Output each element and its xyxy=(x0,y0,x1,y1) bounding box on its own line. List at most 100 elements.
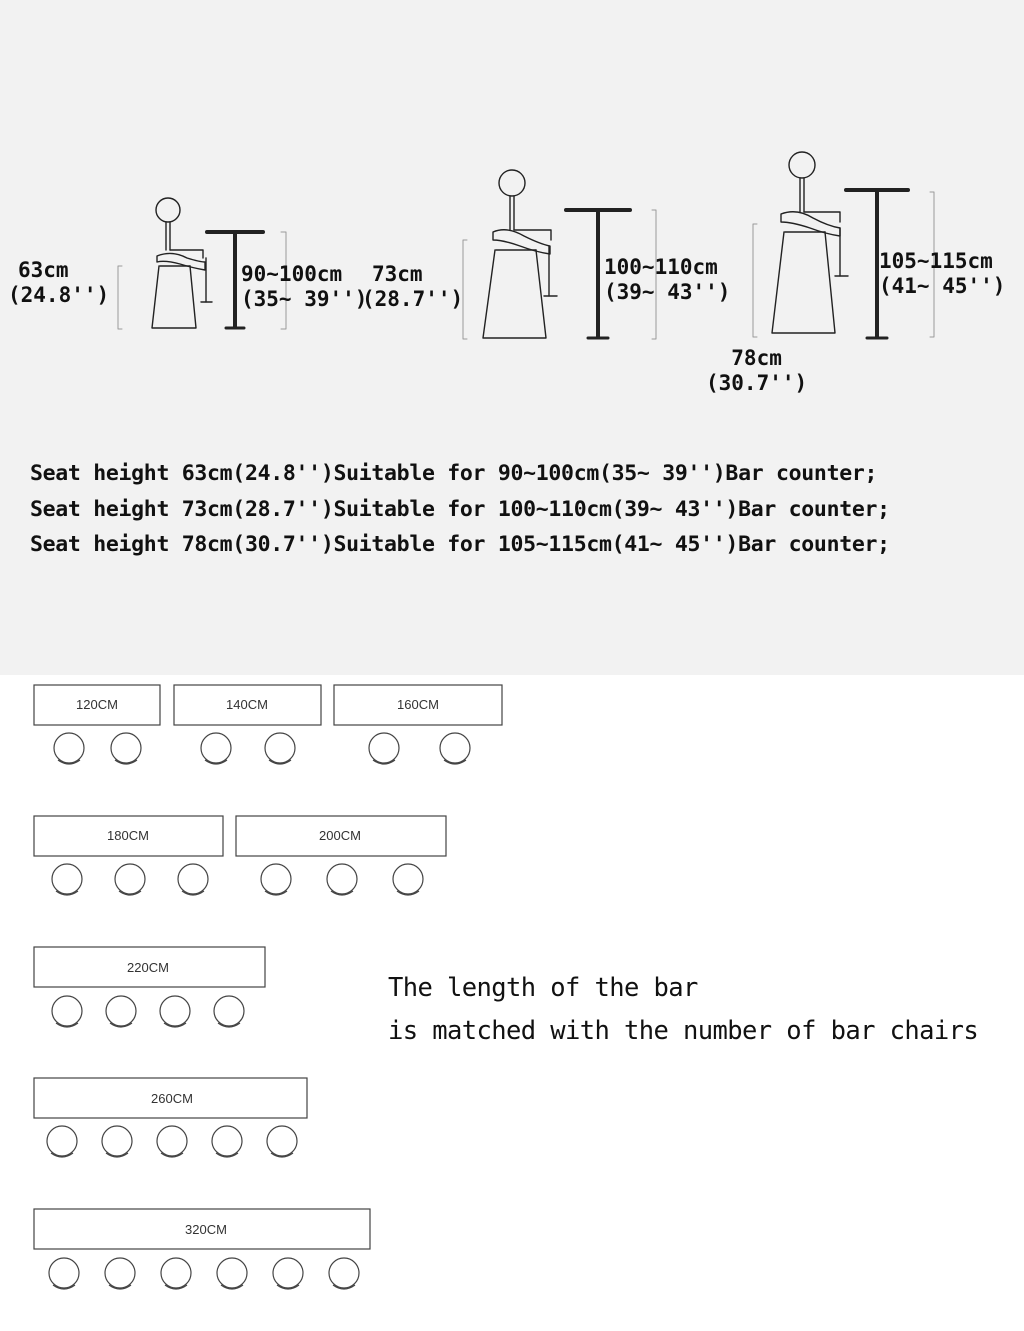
bar-chair-note: The length of the bar is matched with th… xyxy=(388,967,979,1053)
chair-back-mark xyxy=(217,1022,241,1028)
seat-height-73: 73cm (28.7'') xyxy=(362,262,463,312)
bar-200-rect xyxy=(235,815,447,857)
counter-in: (35~ 39'') xyxy=(241,287,368,311)
bar-320-label: 320CM xyxy=(185,1222,227,1237)
chair-back-mark xyxy=(268,759,292,765)
bar-chair-icon xyxy=(104,1257,136,1289)
bar-chair-icon xyxy=(368,732,400,764)
bar-chair-icon xyxy=(101,1125,133,1157)
bar-260-label: 260CM xyxy=(151,1091,193,1106)
bar-chair-icon xyxy=(216,1257,248,1289)
bar-chair-icon xyxy=(48,1257,80,1289)
counter-90-icon xyxy=(205,230,265,330)
chair-back-mark xyxy=(270,1152,294,1158)
counter-height-105: 105~115cm (41~ 45'') xyxy=(879,249,1005,299)
counter-height-100: 100~110cm (39~ 43'') xyxy=(604,255,730,305)
seat-line: Seat height 78cm(30.7'')Suitable for 105… xyxy=(30,532,890,557)
bar-chair-icon xyxy=(211,1125,243,1157)
bar-chair-icon xyxy=(53,732,85,764)
bar-chair-icon xyxy=(213,995,245,1027)
chair-back-mark xyxy=(163,1022,187,1028)
seat-in: (28.7'') xyxy=(362,287,464,311)
counter-cm: 90~100cm xyxy=(241,262,343,286)
chair-back-mark xyxy=(109,1022,133,1028)
counter-height-90: 90~100cm (35~ 39'') xyxy=(241,262,367,312)
stool-78-illustration xyxy=(771,151,849,334)
bar-chair-icon xyxy=(260,863,292,895)
counter-in: (39~ 43'') xyxy=(604,280,731,304)
chair-back-mark xyxy=(55,1022,79,1028)
bar-260-rect xyxy=(33,1077,308,1119)
seat-cm: 73cm xyxy=(372,262,423,286)
person-head-icon xyxy=(788,151,816,179)
bar-chair-icon xyxy=(46,1125,78,1157)
bar-120-label: 120CM xyxy=(76,697,118,712)
chair-back-mark xyxy=(55,890,79,896)
note-line-2: is matched with the number of bar chairs xyxy=(388,1016,979,1046)
seat-line: Seat height 63cm(24.8'')Suitable for 90~… xyxy=(30,461,878,486)
bar-220-label: 220CM xyxy=(127,960,169,975)
seat-cm: 78cm xyxy=(731,346,782,370)
chair-back-mark xyxy=(204,759,228,765)
chair-back-mark xyxy=(264,890,288,896)
bar-chair-icon xyxy=(156,1125,188,1157)
chair-back-mark xyxy=(396,890,420,896)
bar-chair-icon xyxy=(272,1257,304,1289)
stool-illustrations xyxy=(117,151,935,340)
chair-back-mark xyxy=(372,759,396,765)
seat-cm: 63cm xyxy=(18,258,69,282)
chair-back-mark xyxy=(276,1284,300,1290)
bar-220-rect xyxy=(33,946,266,988)
bar-chair-icon xyxy=(51,995,83,1027)
bar-chair-icon xyxy=(105,995,137,1027)
stool-73-illustration xyxy=(482,169,558,339)
chair-back-mark xyxy=(332,1284,356,1290)
chair-back-mark xyxy=(215,1152,239,1158)
chair-back-mark xyxy=(105,1152,129,1158)
bar-chair-icon xyxy=(326,863,358,895)
seat-height-63: 63cm (24.8'') xyxy=(8,258,109,308)
chair-back-mark xyxy=(220,1284,244,1290)
chair-back-mark xyxy=(330,890,354,896)
seat-height-list: Seat height 63cm(24.8'')Suitable for 90~… xyxy=(30,456,890,563)
chair-back-mark xyxy=(108,1284,132,1290)
bar-chair-icon xyxy=(392,863,424,895)
bar-200-label: 200CM xyxy=(319,828,361,843)
bar-140-rect xyxy=(173,684,322,726)
chair-back-mark xyxy=(114,759,138,765)
bar-length-panel xyxy=(0,675,1024,1331)
note-line-1: The length of the bar xyxy=(388,973,698,1003)
bar-120-rect xyxy=(33,684,161,726)
chair-back-mark xyxy=(118,890,142,896)
bar-320-rect xyxy=(33,1208,371,1250)
bar-chair-icon xyxy=(51,863,83,895)
stool-63-illustration xyxy=(151,197,213,329)
bar-chair-icon xyxy=(200,732,232,764)
chair-back-mark xyxy=(52,1284,76,1290)
chair-back-mark xyxy=(50,1152,74,1158)
chair-back-mark xyxy=(443,759,467,765)
chair-back-mark xyxy=(160,1152,184,1158)
counter-in: (41~ 45'') xyxy=(879,274,1006,298)
counter-cm: 100~110cm xyxy=(604,255,718,279)
bar-chair-icon xyxy=(114,863,146,895)
bar-chair-icon xyxy=(439,732,471,764)
bar-180-rect xyxy=(33,815,224,857)
chair-back-mark xyxy=(181,890,205,896)
bar-chair-icon xyxy=(159,995,191,1027)
bar-chair-icon xyxy=(110,732,142,764)
bar-160-rect xyxy=(333,684,503,726)
bar-chair-icon xyxy=(160,1257,192,1289)
counter-105-icon xyxy=(844,188,910,340)
bar-chair-icon xyxy=(177,863,209,895)
chair-back-mark xyxy=(164,1284,188,1290)
chair-back-mark xyxy=(57,759,81,765)
seat-in: (24.8'') xyxy=(8,283,110,307)
bar-160-label: 160CM xyxy=(397,697,439,712)
seat-height-78: 78cm (30.7'') xyxy=(706,346,807,396)
seat-in: (30.7'') xyxy=(706,371,808,395)
bar-chair-icon xyxy=(328,1257,360,1289)
person-head-icon xyxy=(498,169,526,197)
bar-140-label: 140CM xyxy=(226,697,268,712)
